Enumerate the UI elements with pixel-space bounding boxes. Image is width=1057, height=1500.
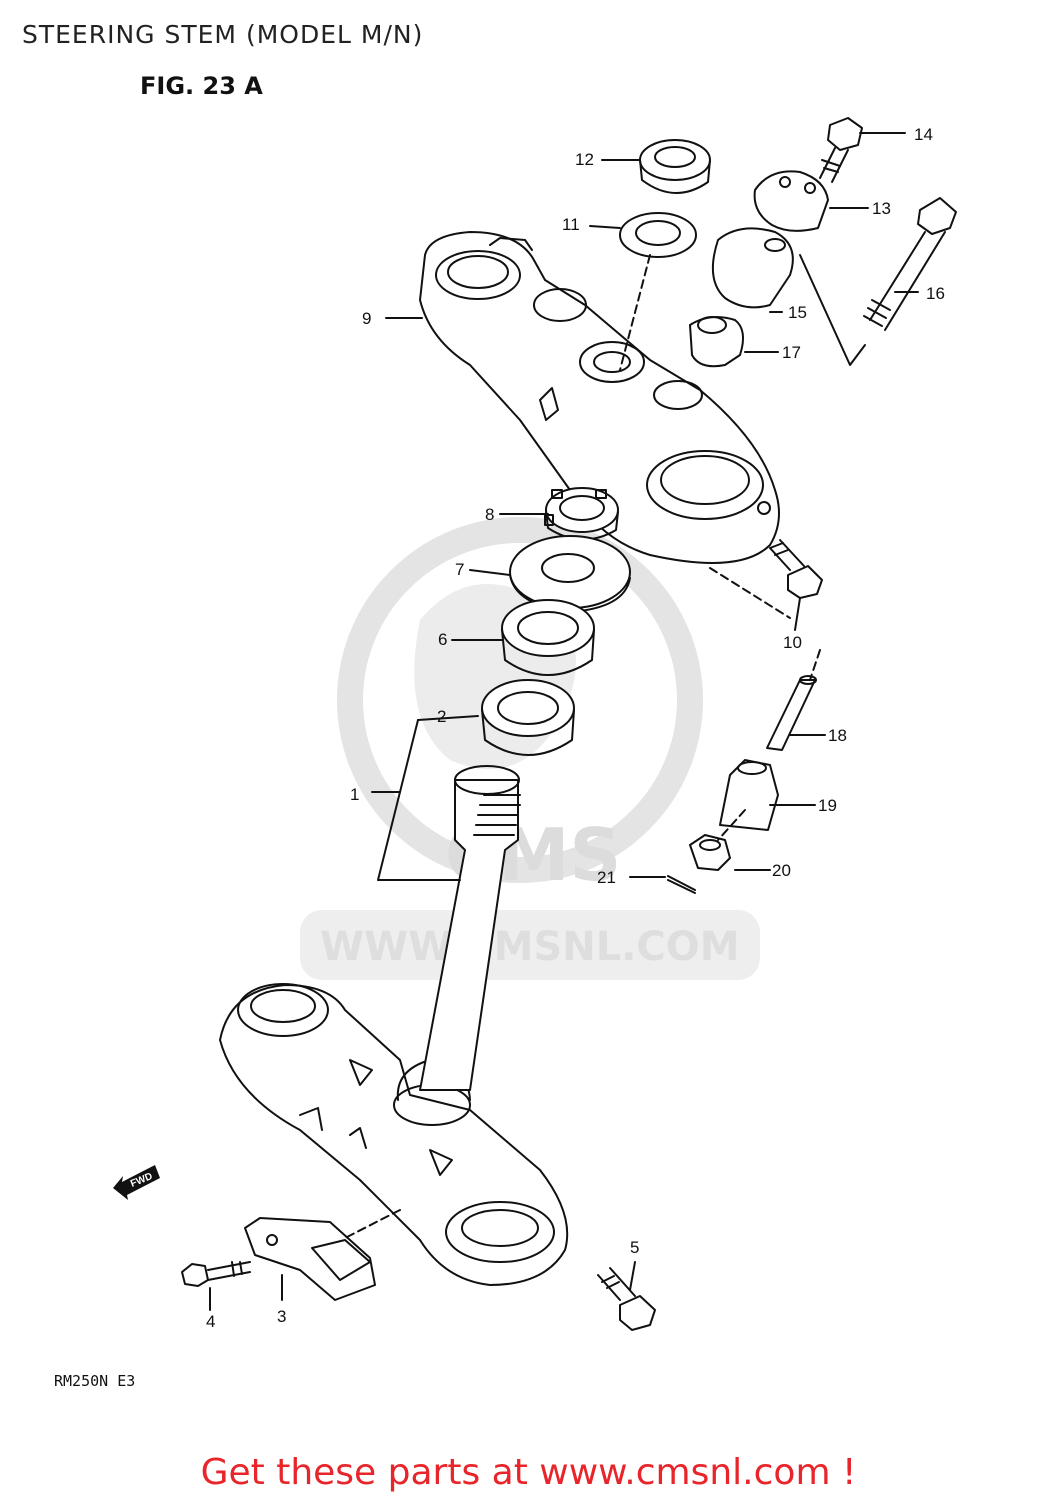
callout-21: 21 [597, 868, 616, 887]
callout-labels: 1 2 3 4 5 6 7 8 9 10 11 12 13 14 15 16 1… [206, 125, 945, 1331]
part-4-bolt [181, 1261, 251, 1287]
callout-7: 7 [455, 560, 464, 579]
callout-9: 9 [362, 309, 371, 328]
footer-link[interactable]: Get these parts at www.cmsnl.com ! [200, 1452, 857, 1493]
part-15-clamp-lower [711, 227, 794, 309]
part-2-bearing [481, 679, 575, 756]
part-21-cotter-pin [667, 875, 696, 894]
callout-15: 15 [788, 303, 807, 322]
part-10-bolt [769, 539, 823, 599]
part-16-long-bolt [863, 197, 957, 331]
part-13-clamp-top [753, 170, 829, 232]
leader-lines [209, 132, 919, 1311]
part-12-nut [639, 139, 711, 194]
callout-2: 2 [437, 707, 446, 726]
callout-19: 19 [818, 796, 837, 815]
part-19-collar [719, 759, 779, 831]
callout-1: 1 [350, 785, 359, 804]
part-3-bracket [244, 1217, 376, 1301]
watermark: CMS WWW.CMSNL.COM [300, 517, 760, 980]
part-1-steering-stem [219, 765, 569, 1286]
part-20-nut [689, 834, 731, 871]
figure-label: FIG. 23 A [140, 72, 263, 100]
callout-20: 20 [772, 861, 791, 880]
part-7-dust-seal [509, 535, 631, 613]
part-6-bearing [501, 599, 595, 676]
assembly-guides [344, 254, 821, 1239]
watermark-url: WWW.CMSNL.COM [320, 924, 740, 970]
callout-5: 5 [630, 1238, 639, 1257]
callout-4: 4 [206, 1312, 215, 1331]
part-11-washer [619, 212, 697, 258]
callout-13: 13 [872, 199, 891, 218]
callout-10: 10 [783, 633, 802, 652]
upper-bracket [419, 231, 780, 564]
part-14-bolt [819, 117, 863, 183]
callout-11: 11 [562, 215, 580, 234]
part-18-pin [766, 675, 817, 751]
page-title: STEERING STEM (MODEL M/N) [22, 20, 424, 49]
callout-17: 17 [782, 343, 801, 362]
callout-14: 14 [914, 125, 933, 144]
callout-16: 16 [926, 284, 945, 303]
fwd-direction-badge: FWD [113, 1165, 160, 1200]
callout-3: 3 [277, 1307, 286, 1326]
part-5-bolt [597, 1267, 656, 1331]
callout-8: 8 [485, 505, 494, 524]
callout-12: 12 [575, 150, 594, 169]
part-17-cushion [689, 315, 745, 368]
callout-6: 6 [438, 630, 447, 649]
callout-18: 18 [828, 726, 847, 745]
model-code: RM250N E3 [54, 1372, 136, 1390]
